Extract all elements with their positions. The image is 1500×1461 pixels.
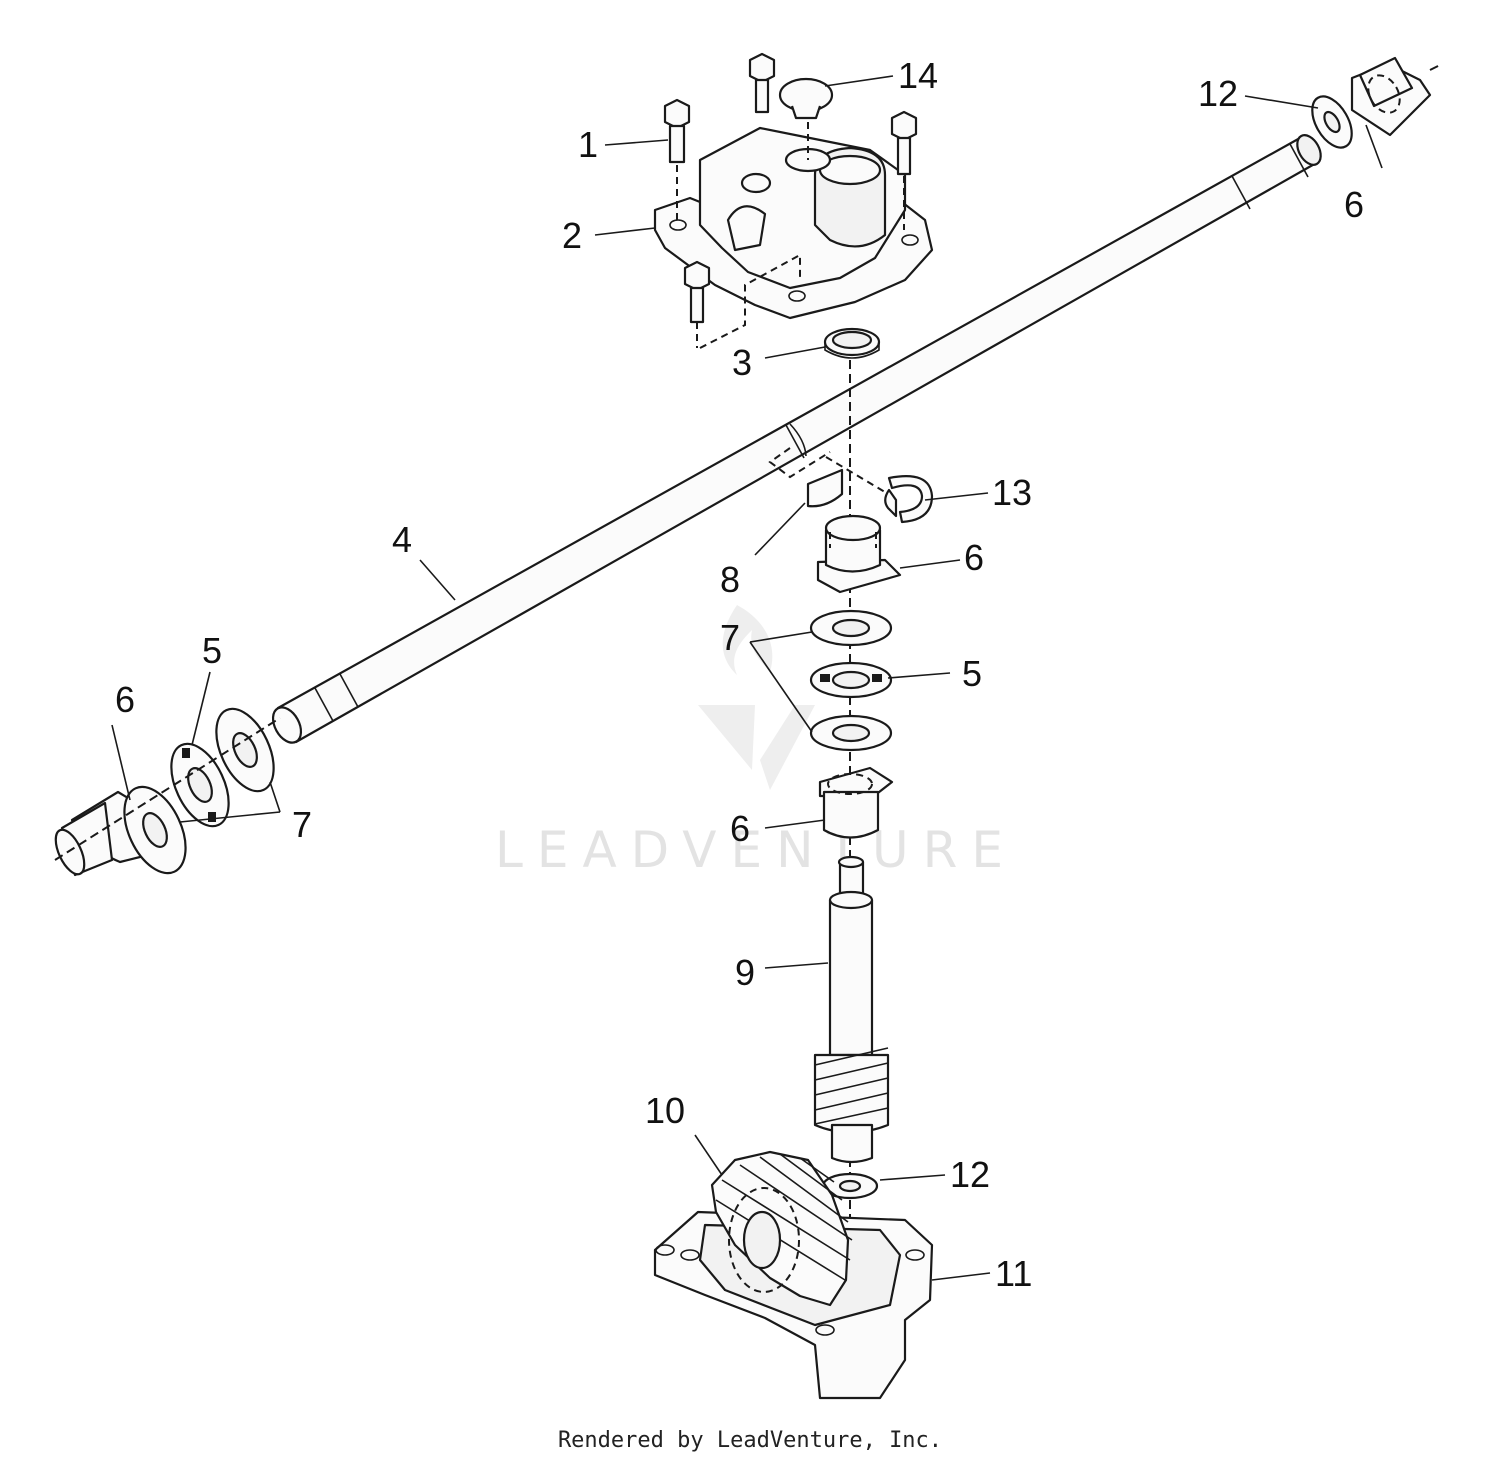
spur-gear (710, 1150, 853, 1307)
woodruff-key (768, 447, 844, 508)
callout-11: 11 (995, 1253, 1032, 1294)
callout-9: 9 (735, 952, 755, 993)
callout-12-right: 12 (1198, 73, 1238, 114)
callout-12-lower: 12 (950, 1154, 990, 1195)
callouts: 1 2 3 4 5 5 6 6 6 6 7 7 8 9 10 11 12 12 … (115, 55, 1364, 1294)
cap-plug (778, 77, 834, 160)
callout-6-right: 6 (1344, 184, 1364, 225)
bolts (663, 52, 918, 348)
callout-13: 13 (992, 472, 1032, 513)
lower-bushing (818, 766, 894, 839)
retaining-ring (825, 456, 934, 524)
callout-4: 4 (392, 519, 412, 560)
thrust-washer-top (809, 609, 893, 647)
right-bushing (1350, 56, 1432, 137)
right-washer (1311, 95, 1353, 149)
callout-6-left: 6 (115, 679, 135, 720)
seal (823, 327, 881, 359)
footer-credit: Rendered by LeadVenture, Inc. (557, 1428, 943, 1453)
axle-shaft (271, 134, 1322, 744)
bolt-3 (890, 110, 918, 176)
watermark: LEADVENTURE (495, 605, 1017, 879)
callout-10: 10 (645, 1090, 685, 1131)
left-washer-inner (215, 707, 275, 793)
callout-7-left: 7 (292, 804, 312, 845)
callout-2: 2 (562, 215, 582, 256)
worm-shaft (813, 855, 890, 1164)
thrust-bearing (809, 661, 893, 699)
left-thrust-bearing (170, 742, 230, 828)
callout-3: 3 (732, 342, 752, 383)
bolt-2 (748, 52, 776, 114)
watermark-text: LEADVENTURE (495, 821, 1017, 879)
callout-14: 14 (898, 55, 938, 96)
callout-8: 8 (720, 559, 740, 600)
callout-1: 1 (578, 124, 598, 165)
left-axis (54, 717, 281, 861)
bolt-4 (683, 260, 711, 324)
callout-5-left: 5 (202, 630, 222, 671)
thrust-washer-bottom (809, 714, 893, 752)
callout-5-right: 5 (962, 653, 982, 694)
leader-lines (111, 75, 1383, 1281)
left-washer-outer (123, 785, 187, 875)
callout-6-lower: 6 (730, 808, 750, 849)
callout-6-upper: 6 (964, 537, 984, 578)
callout-7-center: 7 (720, 617, 740, 658)
right-axis (1429, 63, 1443, 71)
upper-bushing (816, 514, 902, 594)
bolt-1 (663, 98, 691, 164)
upper-housing (653, 126, 934, 349)
